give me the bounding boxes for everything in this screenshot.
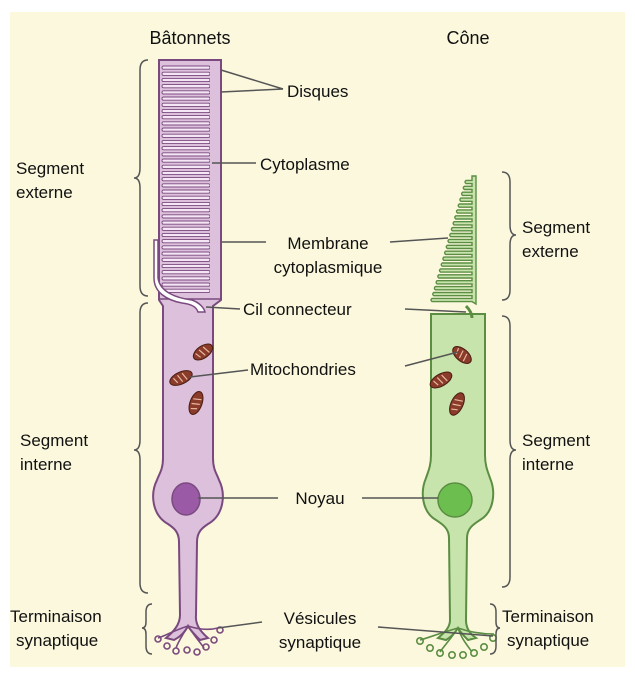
- disc: [162, 103, 210, 106]
- disc: [162, 190, 210, 193]
- left-inner-segment-line2: interne: [20, 455, 72, 474]
- disc: [162, 85, 210, 88]
- disc: [162, 271, 210, 274]
- disc: [162, 122, 210, 125]
- left-terminal-line1: Terminaison: [10, 607, 102, 626]
- label-cil-connecteur: Cil connecteur: [243, 300, 352, 319]
- disc: [162, 209, 210, 212]
- cone-title: Cône: [446, 28, 489, 48]
- disc: [162, 78, 210, 81]
- rod-title: Bâtonnets: [149, 28, 230, 48]
- disc: [162, 258, 210, 261]
- right-inner-segment-line2: interne: [522, 455, 574, 474]
- disc: [162, 91, 210, 94]
- disc: [162, 147, 210, 150]
- disc: [162, 116, 210, 119]
- disc: [162, 240, 210, 243]
- rod-cytoplasm: [210, 63, 218, 298]
- disc: [162, 178, 210, 181]
- disc: [162, 252, 210, 255]
- label-membrane-line1: Membrane: [287, 234, 368, 253]
- left-outer-segment-line2: externe: [16, 183, 73, 202]
- disc: [162, 66, 210, 69]
- disc: [162, 140, 210, 143]
- diagram-background: [10, 12, 625, 667]
- label-membrane-line2: cytoplasmique: [274, 258, 383, 277]
- disc: [162, 97, 210, 100]
- label-cytoplasme: Cytoplasme: [260, 155, 350, 174]
- right-terminal-line1: Terminaison: [502, 607, 594, 626]
- disc: [162, 289, 210, 292]
- rod-discs: [162, 66, 210, 292]
- label-disques: Disques: [287, 82, 348, 101]
- disc: [162, 246, 210, 249]
- disc: [162, 171, 210, 174]
- rod-nucleus: [172, 483, 200, 515]
- disc: [162, 233, 210, 236]
- disc: [162, 227, 210, 230]
- left-terminal-line2: synaptique: [16, 631, 98, 650]
- cone-nucleus: [438, 483, 472, 517]
- disc: [162, 264, 210, 267]
- label-noyau: Noyau: [295, 489, 344, 508]
- right-terminal-line2: synaptique: [507, 631, 589, 650]
- left-inner-segment-line1: Segment: [20, 431, 88, 450]
- disc: [162, 202, 210, 205]
- disc: [162, 184, 210, 187]
- disc: [162, 159, 210, 162]
- label-vesicules-line2: synaptique: [279, 633, 361, 652]
- right-outer-segment-line1: Segment: [522, 218, 590, 237]
- disc: [162, 283, 210, 286]
- disc: [162, 72, 210, 75]
- disc: [162, 134, 210, 137]
- label-vesicules-line1: Vésicules: [284, 609, 357, 628]
- disc: [162, 196, 210, 199]
- disc: [162, 153, 210, 156]
- disc: [162, 221, 210, 224]
- disc: [162, 277, 210, 280]
- disc: [162, 109, 210, 112]
- label-mitochondries: Mitochondries: [250, 360, 356, 379]
- disc: [162, 165, 210, 168]
- disc: [162, 128, 210, 131]
- right-outer-segment-line2: externe: [522, 242, 579, 261]
- right-inner-segment-line1: Segment: [522, 431, 590, 450]
- disc: [162, 215, 210, 218]
- left-outer-segment-line1: Segment: [16, 159, 84, 178]
